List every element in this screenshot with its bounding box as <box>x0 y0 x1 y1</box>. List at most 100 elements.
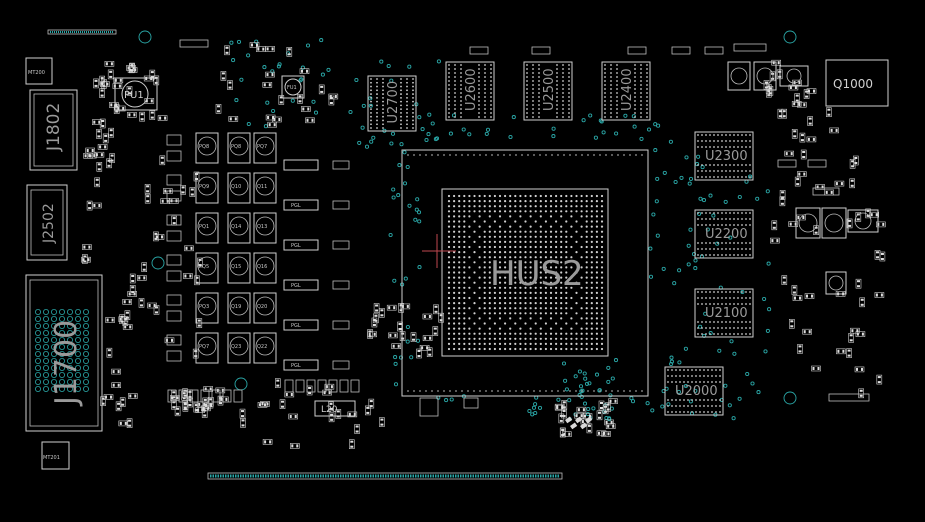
via <box>632 124 637 129</box>
smd-pad <box>146 195 150 198</box>
via <box>583 376 588 381</box>
memory-ball <box>532 100 534 102</box>
memory-ball <box>733 291 735 293</box>
bga-ball <box>468 276 471 279</box>
memory-ball <box>376 96 378 99</box>
mosfet-block: Q23 <box>227 332 251 364</box>
smd-pad <box>172 396 176 399</box>
memory-ball <box>737 303 739 305</box>
bga-ball <box>590 194 593 198</box>
smd-pad <box>561 406 564 410</box>
connector-pin <box>35 322 42 329</box>
bga-ball <box>498 302 502 305</box>
smd-pad <box>859 389 863 392</box>
via <box>392 278 397 283</box>
smd-pad <box>164 189 167 193</box>
smd-component <box>107 69 114 80</box>
bga-ball <box>570 200 573 203</box>
mosfet-circle <box>255 256 275 276</box>
smd-pad <box>587 424 591 427</box>
smd-component <box>399 331 406 341</box>
smd-pad <box>150 111 154 114</box>
smd-pad <box>368 332 371 336</box>
memory-ball <box>412 96 414 99</box>
memory-ball <box>729 291 731 293</box>
bga-ball <box>580 337 583 340</box>
smd-pad <box>100 89 104 92</box>
bga-ball <box>580 317 583 320</box>
bga-ball <box>453 194 456 198</box>
memory-ball <box>616 112 618 114</box>
smd-pad <box>795 94 799 97</box>
via <box>511 115 516 120</box>
memory-ball <box>717 303 719 305</box>
bga-ball <box>555 251 558 254</box>
bga-ball <box>595 240 599 243</box>
bga-ball <box>524 220 527 223</box>
via <box>688 399 693 404</box>
memory-ball <box>376 112 378 114</box>
memory-ball <box>412 81 414 84</box>
bga-ball <box>483 245 486 249</box>
bga-ball <box>453 312 456 315</box>
memory-ball <box>667 411 669 413</box>
memory-ball <box>699 405 701 407</box>
memory-ball <box>717 321 719 323</box>
bga-ball <box>555 220 558 223</box>
memory-ball <box>705 321 707 323</box>
mosfet-block: Q14 <box>227 212 251 244</box>
smd-pad <box>148 304 151 307</box>
bga-ball <box>509 347 512 351</box>
bga-ball <box>463 200 466 203</box>
bga-ball <box>453 240 456 243</box>
smd-outline <box>804 293 815 299</box>
memory-ball <box>745 134 747 136</box>
bga-ball <box>595 276 599 279</box>
memory-ball <box>646 100 648 102</box>
connector-pin <box>43 315 50 322</box>
memory-ball <box>711 381 713 383</box>
memory-ball <box>725 327 727 329</box>
smd-pad <box>380 418 384 421</box>
connector-pin <box>43 385 50 392</box>
bga-ball <box>544 235 548 238</box>
smd-pad <box>203 414 207 417</box>
smd-outline <box>255 46 266 52</box>
smd-outline <box>576 406 587 413</box>
bga-ball <box>458 281 461 284</box>
bga-ball <box>509 266 512 269</box>
memory-ball <box>460 96 462 98</box>
bga-ball <box>519 296 522 300</box>
bga-ball <box>473 205 476 208</box>
smd-pad <box>241 419 245 422</box>
bga-ball <box>463 327 466 330</box>
memory-ball <box>719 399 721 401</box>
bga-ball <box>565 276 568 279</box>
memory-ball <box>448 80 450 82</box>
via <box>645 401 650 406</box>
bga-ball <box>549 281 553 284</box>
bga-ball <box>529 235 532 238</box>
smd-component <box>433 304 439 315</box>
small-footprint <box>812 187 840 196</box>
bga-ball <box>595 296 599 300</box>
smd-component <box>558 413 565 424</box>
bga-ball <box>560 200 563 203</box>
bga-ball <box>458 347 461 351</box>
smd-pad <box>598 431 600 435</box>
memory-ball <box>701 248 703 250</box>
memory-ball <box>460 64 462 66</box>
bga-ball <box>570 327 573 330</box>
smd-outline <box>794 93 801 103</box>
smd-outline <box>128 393 138 399</box>
bga-ball <box>590 312 593 315</box>
via <box>683 346 688 351</box>
memory-ball <box>568 100 570 102</box>
bga-ball <box>600 230 604 233</box>
bga-ball <box>509 230 512 233</box>
smd-outline <box>422 335 433 342</box>
bga-ball <box>524 347 527 351</box>
bga-ball <box>555 210 558 213</box>
bga-ball <box>570 317 573 320</box>
memory-ball <box>701 140 703 142</box>
